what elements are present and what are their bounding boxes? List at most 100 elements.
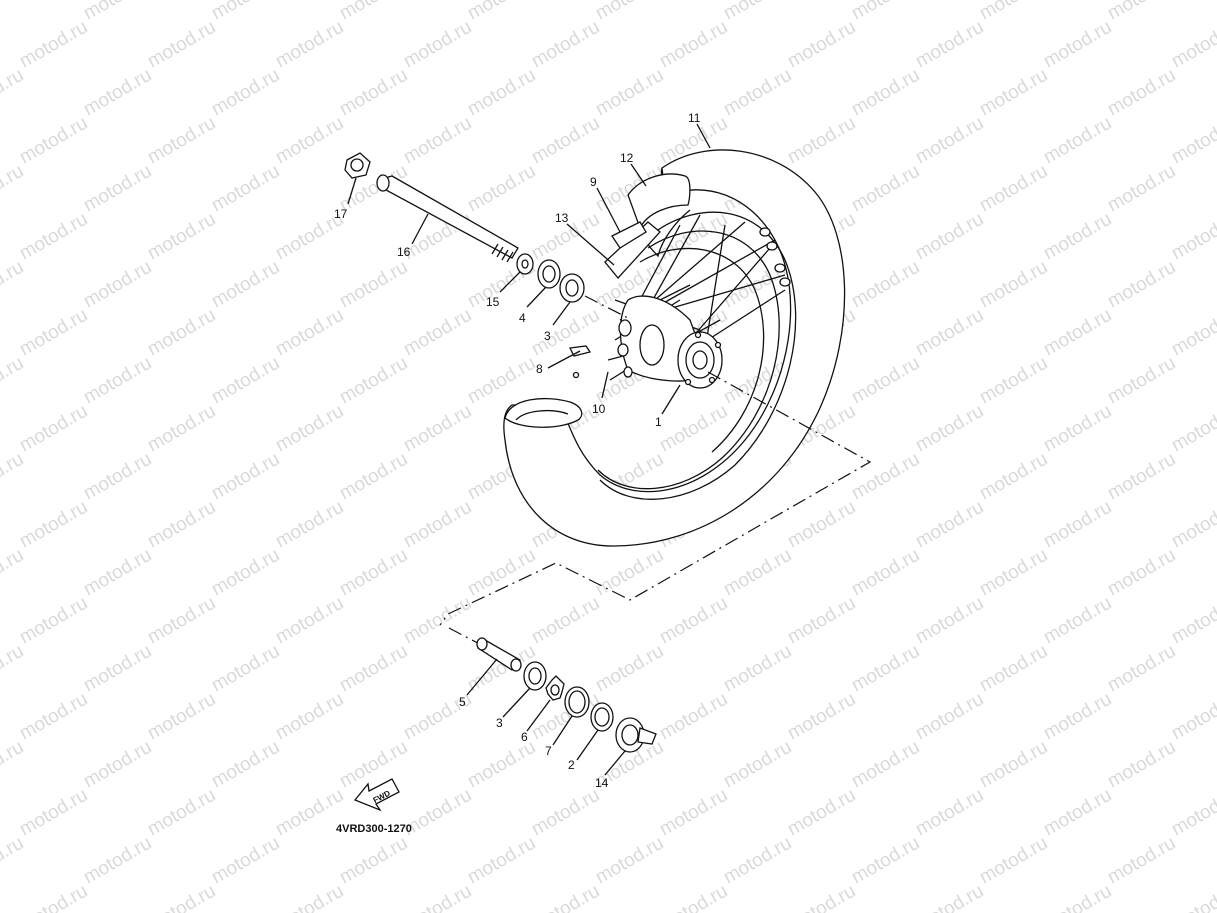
watermark-text: motod.ru	[912, 209, 987, 265]
watermark-text: motod.ru	[144, 17, 219, 73]
watermark-text: motod.ru	[720, 0, 795, 24]
watermark-text: motod.ru	[336, 833, 411, 889]
watermark-text: motod.ru	[1168, 401, 1217, 457]
watermark-text: motod.ru	[528, 785, 603, 841]
watermark-text: motod.ru	[16, 209, 91, 265]
watermark-text: motod.ru	[464, 737, 539, 793]
callout-16: 16	[397, 245, 411, 259]
diagram-code: 4VRD300-1270	[336, 823, 412, 835]
watermark-text: motod.ru	[848, 545, 923, 601]
watermark-text: motod.ru	[464, 545, 539, 601]
watermark-text: motod.ru	[400, 17, 475, 73]
watermark-text: motod.ru	[976, 449, 1051, 505]
watermark-text: motod.ru	[784, 593, 859, 649]
watermark-text: motod.ru	[528, 881, 603, 913]
watermark-text: motod.ru	[1040, 881, 1115, 913]
watermark-text: motod.ru	[912, 785, 987, 841]
callout-11: 11	[688, 111, 701, 125]
watermark-text: motod.ru	[656, 881, 731, 913]
watermark-text: motod.ru	[848, 449, 923, 505]
watermark-text: motod.ru	[720, 737, 795, 793]
watermark-text: motod.ru	[656, 689, 731, 745]
callout-14: 14	[595, 776, 609, 790]
watermark-text: motod.ru	[144, 497, 219, 553]
watermark-text: motod.ru	[976, 0, 1051, 24]
spacer-tube	[476, 637, 522, 672]
watermark-text: motod.ru	[336, 641, 411, 697]
watermark-text: motod.ru	[1040, 209, 1115, 265]
watermark-text: motod.ru	[848, 65, 923, 121]
watermark-text: motod.ru	[1104, 257, 1179, 313]
watermark-text: motod.ru	[80, 257, 155, 313]
watermark-text: motod.ru	[0, 161, 27, 217]
watermark-text: motod.ru	[592, 0, 667, 24]
retainer-clip	[545, 675, 565, 701]
bearing-top	[559, 273, 585, 303]
watermark-text: motod.ru	[848, 353, 923, 409]
watermark-text: motod.ru	[1104, 737, 1179, 793]
watermark-text: motod.ru	[912, 689, 987, 745]
watermark-text: motod.ru	[272, 17, 347, 73]
watermark-text: motod.ru	[848, 737, 923, 793]
watermark-text: motod.ru	[400, 497, 475, 553]
watermark-text: motod.ru	[1168, 113, 1217, 169]
watermark-text: motod.ru	[80, 65, 155, 121]
watermark-text: motod.ru	[848, 833, 923, 889]
watermark-text: motod.ru	[976, 545, 1051, 601]
callout-2: 2	[568, 758, 575, 772]
watermark-text: motod.ru	[16, 881, 91, 913]
watermark-text: motod.ru	[720, 65, 795, 121]
watermark-text: motod.ru	[784, 785, 859, 841]
watermark-text: motod.ru	[0, 449, 27, 505]
watermark-text: motod.ru	[1040, 593, 1115, 649]
watermark-text: motod.ru	[80, 353, 155, 409]
watermark-text: motod.ru	[80, 737, 155, 793]
watermark-text: motod.ru	[16, 689, 91, 745]
watermark-text: motod.ru	[976, 833, 1051, 889]
watermark-text: motod.ru	[720, 641, 795, 697]
watermark-text: motod.ru	[272, 881, 347, 913]
watermark-text: motod.ru	[80, 545, 155, 601]
watermark-text: motod.ru	[272, 593, 347, 649]
watermark-text: motod.ru	[976, 65, 1051, 121]
bearing-bottom	[523, 661, 547, 691]
watermark-text: motod.ru	[656, 17, 731, 73]
watermark-text: motod.ru	[0, 641, 27, 697]
watermark-text: motod.ru	[80, 161, 155, 217]
watermark-text: motod.ru	[0, 737, 27, 793]
watermark-text: motod.ru	[784, 113, 859, 169]
watermark-text: motod.ru	[80, 833, 155, 889]
watermark-text: motod.ru	[336, 545, 411, 601]
watermark-text: motod.ru	[528, 113, 603, 169]
watermark-text: motod.ru	[0, 545, 27, 601]
watermark-text: motod.ru	[1168, 305, 1217, 361]
watermark-text: motod.ru	[400, 401, 475, 457]
watermark-text: motod.ru	[144, 689, 219, 745]
watermark-text: motod.ru	[336, 257, 411, 313]
watermark-text: motod.ru	[208, 353, 283, 409]
watermark-text: motod.ru	[0, 353, 27, 409]
callout-10: 10	[592, 402, 606, 416]
watermark-text: motod.ru	[0, 257, 27, 313]
watermark-text: motod.ru	[528, 17, 603, 73]
watermark-text: motod.ru	[976, 737, 1051, 793]
callout-4: 4	[519, 311, 526, 325]
watermark-text: motod.ru	[272, 497, 347, 553]
watermark-text: motod.ru	[976, 161, 1051, 217]
watermark-text: motod.ru	[208, 449, 283, 505]
axle-nut	[344, 152, 371, 179]
watermark-text: motod.ru	[1168, 785, 1217, 841]
watermark-text: motod.ru	[784, 17, 859, 73]
watermark-text: motod.ru	[848, 0, 923, 24]
watermark-text: motod.ru	[272, 305, 347, 361]
watermark-text: motod.ru	[1104, 161, 1179, 217]
watermark-text: motod.ru	[16, 305, 91, 361]
watermark-text: motod.ru	[336, 449, 411, 505]
watermark-text: motod.ru	[400, 593, 475, 649]
watermark-text: motod.ru	[208, 0, 283, 24]
callout-15: 15	[486, 295, 500, 309]
watermark-text: motod.ru	[208, 833, 283, 889]
watermark-text: motod.ru	[528, 305, 603, 361]
watermark-text: motod.ru	[272, 689, 347, 745]
callout-3-top: 3	[544, 329, 551, 343]
